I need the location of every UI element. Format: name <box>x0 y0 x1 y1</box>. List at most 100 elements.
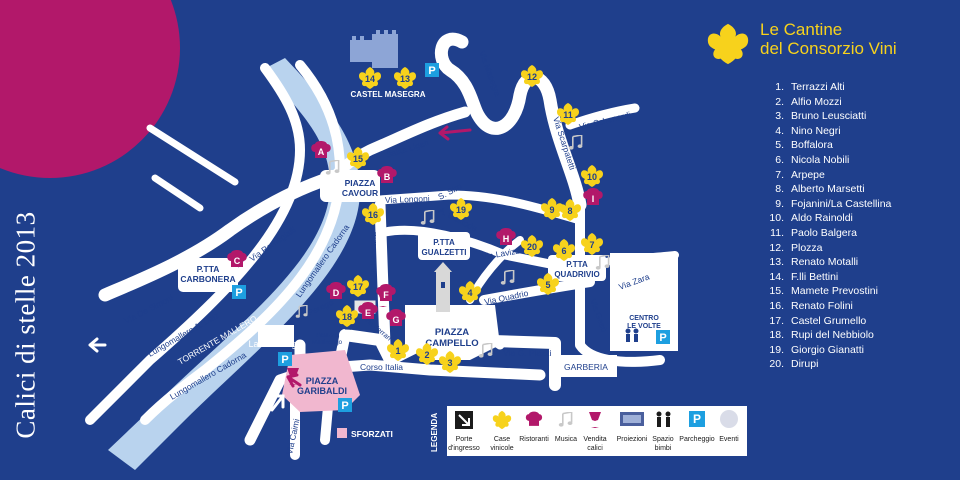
restaurant-marker: G <box>386 309 406 326</box>
kids-icon <box>625 328 639 342</box>
vertical-title: Calici di stelle 2013 <box>10 211 41 439</box>
ptta-quadrivio-area <box>548 255 606 281</box>
restaurant-marker: H <box>496 228 516 245</box>
legend-label: bimbi <box>655 445 672 452</box>
vertical-title-box: Calici di stelle 2013 <box>4 180 48 470</box>
parking-icon: P <box>689 411 705 427</box>
svg-text:P: P <box>693 412 701 426</box>
restaurant-marker: C <box>227 250 247 267</box>
legend: LEGENDA P Porte d'ingresso Cas <box>430 406 747 456</box>
winery-item: 2.Alfio Mozzi <box>775 95 842 108</box>
winery-marker: 20 <box>521 235 543 257</box>
place-label: CENTRO <box>629 315 659 322</box>
street-label: Via Quadrio <box>483 288 529 307</box>
street-label: Via Masegra <box>477 49 503 97</box>
winery-item: 16.Renato Folini <box>769 299 853 312</box>
svg-text:11: 11 <box>563 110 573 120</box>
winery-item: 5.Boffalora <box>775 139 833 152</box>
street-label: Via G. Piazzi <box>503 348 552 358</box>
restaurant-marker: A <box>311 141 331 158</box>
parking-icon: P <box>425 63 439 77</box>
ptta-gualzetti-area <box>418 232 470 260</box>
svg-text:2: 2 <box>424 350 429 360</box>
svg-text:H: H <box>503 234 510 244</box>
legend-label: Eventi <box>719 436 739 443</box>
place-label: GARBERIA <box>564 362 608 372</box>
winery-item: 11.Paolo Balgera <box>770 226 857 239</box>
street-label: Via Gesù <box>588 297 609 333</box>
svg-text:17: 17 <box>353 282 363 292</box>
street-label: Lungomallero A. Diaz <box>146 310 221 359</box>
place-label: QUADRIVIO <box>554 270 599 279</box>
street-label: Via Beccaria <box>368 232 378 280</box>
legend-label: Case <box>494 436 510 443</box>
place-label: P.TTA <box>197 264 220 274</box>
svg-text:P: P <box>281 354 288 366</box>
winery-marker: 5 <box>537 273 559 295</box>
parking-icon: P <box>232 285 246 299</box>
svg-text:16: 16 <box>368 210 378 220</box>
music-note-icon <box>420 210 436 226</box>
largo-lambertenghi-area <box>258 325 294 347</box>
winery-marker: 17 <box>347 275 369 297</box>
projector-icon <box>620 412 644 426</box>
svg-text:F: F <box>383 290 389 300</box>
legend-label: Proiezioni <box>617 436 648 443</box>
legend-label: Spazio <box>652 436 674 443</box>
svg-text:15: 15 <box>353 154 363 164</box>
winery-marker: 2 <box>416 343 438 365</box>
street-label: Via De Simoni <box>122 292 174 325</box>
winery-item: 20.Dirupi <box>769 358 819 371</box>
arrow-icon <box>455 411 473 429</box>
restaurant-marker: E <box>358 302 378 319</box>
svg-text:7: 7 <box>589 240 594 250</box>
place-label: P.TTA <box>566 260 588 269</box>
restaurant-marker: I <box>583 188 603 205</box>
svg-text:14: 14 <box>365 74 375 84</box>
svg-text:A: A <box>318 147 325 157</box>
svg-text:P: P <box>659 332 666 344</box>
parking-icon: P <box>338 398 352 412</box>
wine-glass-icon <box>589 412 601 428</box>
winery-item: 17.Castel Grumello <box>769 314 867 327</box>
place-label: P.TTA <box>433 238 455 247</box>
cantine-title-line2: del Consorzio Vini <box>760 39 897 58</box>
svg-text:5: 5 <box>545 280 550 290</box>
place-label: PIAZZA <box>306 376 339 386</box>
place-label: PIAZZA <box>345 178 376 188</box>
winery-marker: 11 <box>557 103 579 125</box>
winery-item: 12.Plozza <box>769 241 823 254</box>
winery-marker: 15 <box>347 147 369 169</box>
place-label: Largo <box>264 329 287 339</box>
place-label: CARBONERA <box>180 274 235 284</box>
place-label: GUALZETTI <box>422 248 467 257</box>
svg-text:4: 4 <box>467 288 472 298</box>
winery-marker: 3 <box>439 351 461 373</box>
winery-marker: 8 <box>559 199 581 221</box>
place-label: Martinengo <box>312 340 343 346</box>
svg-text:19: 19 <box>456 205 466 215</box>
place-label: LE VOLTE <box>627 323 661 330</box>
winery-item: 19.Giorgio Gianatti <box>769 343 864 356</box>
garberia-area <box>555 355 617 377</box>
winery-marker: 9 <box>541 198 563 220</box>
svg-text:E: E <box>365 308 371 318</box>
winery-marker: 16 <box>362 203 384 225</box>
winery-item: 7.Arpepe <box>775 168 825 181</box>
cantine-leaf-logo-icon <box>707 23 749 65</box>
place-label: Palazzo <box>316 333 338 339</box>
legend-label: d'ingresso <box>448 445 480 452</box>
svg-text:10: 10 <box>587 172 597 182</box>
winery-item: 14.F.lli Bettini <box>769 270 839 283</box>
svg-text:G: G <box>392 315 399 325</box>
winery-item: 10.Aldo Rainoldi <box>769 212 853 225</box>
winery-marker: 4 <box>459 281 481 303</box>
restaurant-marker: F <box>376 284 396 301</box>
legend-label: Vendita <box>583 436 606 443</box>
restaurant-marker: D <box>326 282 346 299</box>
winery-marker: 10 <box>581 165 603 187</box>
music-note-icon <box>568 135 584 151</box>
restaurant-marker: B <box>377 166 397 183</box>
svg-text:P: P <box>341 400 348 412</box>
